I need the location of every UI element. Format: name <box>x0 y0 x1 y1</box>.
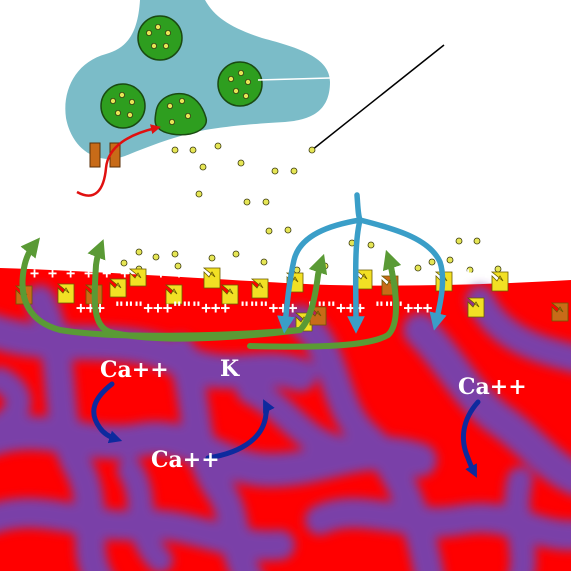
green-ion-arrows <box>19 237 402 350</box>
receptor-icon <box>550 302 569 322</box>
neurotransmitter-molecules <box>120 142 502 274</box>
receptor-icon <box>108 278 127 298</box>
receptor-icon <box>128 268 147 287</box>
calcium-influx-arrow <box>76 124 161 197</box>
label-calcium-3: Ca++ <box>151 447 220 473</box>
synaptic-vesicle-icon <box>100 83 146 129</box>
synaptic-vesicle-icon <box>137 15 183 61</box>
receptor-icon <box>220 284 239 305</box>
pointer-line-vesicle <box>257 77 331 81</box>
synaptic-vesicles <box>100 15 263 136</box>
synaptic-vesicle-icon <box>217 61 263 107</box>
pointer-line-cleft <box>311 44 445 151</box>
blue-activation-arrows <box>277 192 447 334</box>
label-potassium: K <box>220 356 240 382</box>
label-calcium-2: Ca++ <box>458 374 527 400</box>
label-calcium-1: Ca++ <box>100 357 169 383</box>
pointer-line-highlight <box>321 59 421 139</box>
receptor-icon <box>56 283 75 304</box>
receptor-icon <box>250 278 269 299</box>
calcium-release-arrows <box>91 381 481 478</box>
receptor-icon <box>466 297 485 318</box>
receptor-icon <box>490 271 509 292</box>
myofibrils <box>0 285 571 571</box>
receptor-icon <box>164 284 183 305</box>
membrane-charge-inner: +++ """+++"""+++ """+++ """+++ """+++ <box>76 298 433 317</box>
receptor-icon <box>202 267 221 289</box>
